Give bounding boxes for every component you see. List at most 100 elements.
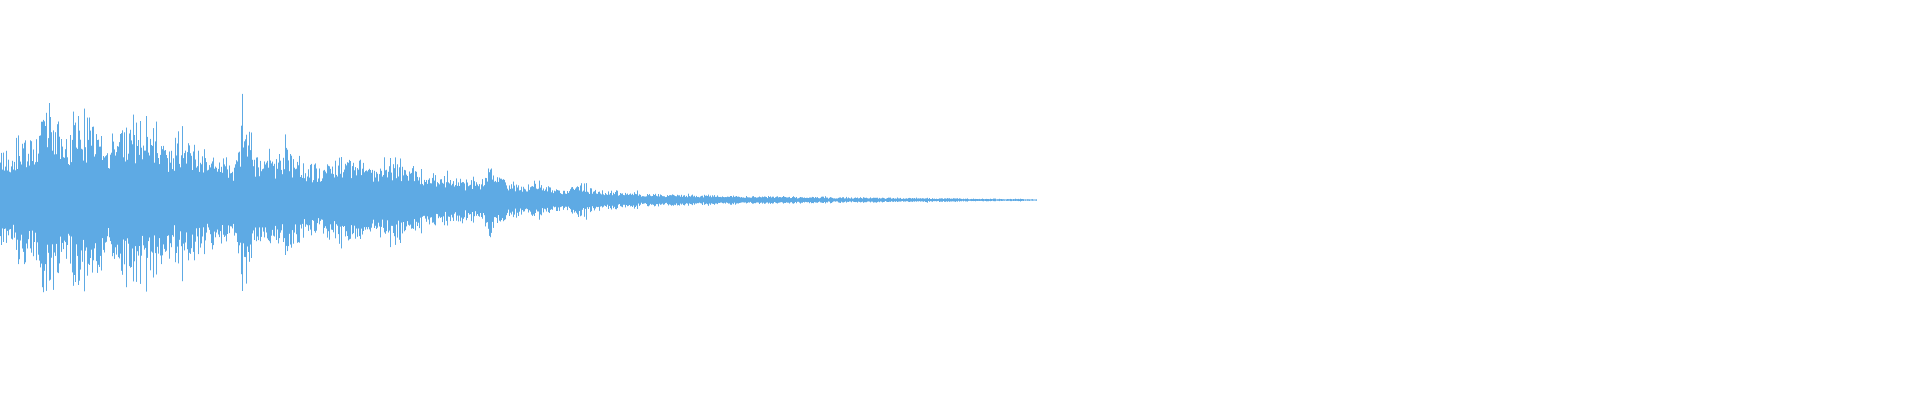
waveform-sample bbox=[440, 179, 441, 218]
waveform-sample bbox=[534, 180, 535, 216]
waveform-sample bbox=[441, 179, 442, 218]
waveform-sample bbox=[22, 143, 23, 249]
waveform-sample bbox=[223, 158, 224, 235]
waveform-sample bbox=[57, 124, 58, 273]
waveform-sample bbox=[141, 147, 142, 256]
waveform-sample bbox=[578, 187, 579, 217]
waveform-sample bbox=[118, 146, 119, 258]
waveform-sample bbox=[117, 146, 118, 245]
waveform-sample bbox=[91, 145, 92, 250]
waveform-sample bbox=[204, 149, 205, 255]
waveform-sample bbox=[286, 147, 287, 246]
waveform-sample bbox=[200, 162, 201, 248]
waveform-sample bbox=[262, 169, 263, 228]
waveform-sample bbox=[351, 178, 352, 226]
waveform-sample bbox=[424, 179, 425, 216]
waveform-sample bbox=[64, 157, 65, 241]
waveform-sample bbox=[481, 184, 482, 217]
waveform-sample bbox=[138, 140, 139, 256]
waveform-sample bbox=[420, 184, 421, 218]
waveform-sample bbox=[256, 157, 257, 242]
waveform-sample bbox=[523, 186, 524, 212]
waveform-sample bbox=[474, 181, 475, 217]
waveform-sample bbox=[385, 170, 386, 234]
waveform-sample bbox=[7, 170, 8, 231]
waveform-sample bbox=[210, 167, 211, 235]
waveform-sample bbox=[250, 150, 251, 245]
waveform-sample bbox=[373, 181, 374, 220]
waveform-sample bbox=[237, 161, 238, 242]
waveform-sample bbox=[293, 159, 294, 244]
waveform-sample bbox=[29, 165, 30, 231]
waveform-sample bbox=[54, 154, 55, 253]
waveform-sample bbox=[10, 172, 11, 229]
waveform-sample bbox=[344, 169, 345, 226]
waveform-sample bbox=[558, 190, 559, 208]
waveform-sample bbox=[136, 122, 137, 282]
waveform-sample bbox=[567, 191, 568, 211]
waveform-sample bbox=[334, 177, 335, 222]
waveform-sample bbox=[300, 177, 301, 225]
waveform-sample bbox=[573, 188, 574, 210]
waveform-sample bbox=[82, 149, 83, 262]
waveform-sample bbox=[152, 145, 153, 253]
waveform-sample bbox=[615, 192, 616, 210]
waveform-sample bbox=[151, 145, 152, 252]
waveform-sample bbox=[38, 153, 39, 255]
waveform-sample bbox=[594, 191, 595, 211]
waveform-sample bbox=[411, 172, 412, 229]
waveform-sample bbox=[476, 182, 477, 216]
waveform-sample bbox=[31, 141, 32, 253]
waveform-sample bbox=[94, 156, 95, 249]
waveform-sample bbox=[413, 166, 414, 229]
waveform-sample bbox=[574, 190, 575, 213]
waveform-sample bbox=[423, 185, 424, 216]
waveform-sample bbox=[224, 164, 225, 237]
waveform-sample bbox=[493, 175, 494, 228]
waveform-sample bbox=[174, 170, 175, 226]
waveform-sample bbox=[45, 126, 46, 265]
waveform-sample bbox=[478, 186, 479, 216]
waveform-sample bbox=[186, 163, 187, 233]
waveform-sample bbox=[134, 135, 135, 262]
waveform-sample bbox=[143, 145, 144, 246]
waveform-sample bbox=[108, 168, 109, 228]
waveform-sample bbox=[163, 145, 164, 245]
waveform-sample bbox=[555, 191, 556, 207]
waveform-sample bbox=[354, 170, 355, 226]
waveform-sample bbox=[148, 152, 149, 242]
waveform-sample bbox=[381, 170, 382, 227]
waveform-centerline bbox=[0, 199, 1037, 201]
waveform-sample bbox=[87, 117, 88, 276]
waveform-sample bbox=[361, 175, 362, 229]
waveform-sample bbox=[279, 154, 280, 239]
waveform-sample bbox=[357, 168, 358, 237]
waveform-sample bbox=[167, 158, 168, 236]
waveform-sample bbox=[536, 188, 537, 210]
waveform-sample bbox=[107, 153, 108, 237]
waveform-sample bbox=[374, 170, 375, 228]
waveform-sample bbox=[455, 185, 456, 213]
waveform-sample bbox=[284, 169, 285, 239]
waveform-sample bbox=[551, 192, 552, 210]
waveform-sample bbox=[153, 128, 154, 278]
waveform-sample bbox=[67, 157, 68, 245]
waveform-sample bbox=[222, 172, 223, 225]
waveform-sample bbox=[285, 134, 286, 255]
waveform-sample bbox=[33, 149, 34, 257]
waveform-sample bbox=[196, 167, 197, 229]
waveform-sample bbox=[86, 162, 87, 248]
waveform-sample bbox=[314, 164, 315, 232]
waveform-sample bbox=[668, 196, 669, 206]
waveform-sample bbox=[397, 164, 398, 238]
waveform-sample bbox=[550, 187, 551, 210]
waveform-sample bbox=[494, 181, 495, 218]
waveform-sample bbox=[188, 143, 189, 261]
waveform-sample bbox=[79, 130, 80, 281]
waveform-sample bbox=[80, 139, 81, 270]
waveform-sample bbox=[390, 158, 391, 248]
waveform-sample bbox=[49, 103, 50, 281]
waveform-sample bbox=[42, 121, 43, 288]
waveform-sample bbox=[192, 170, 193, 235]
